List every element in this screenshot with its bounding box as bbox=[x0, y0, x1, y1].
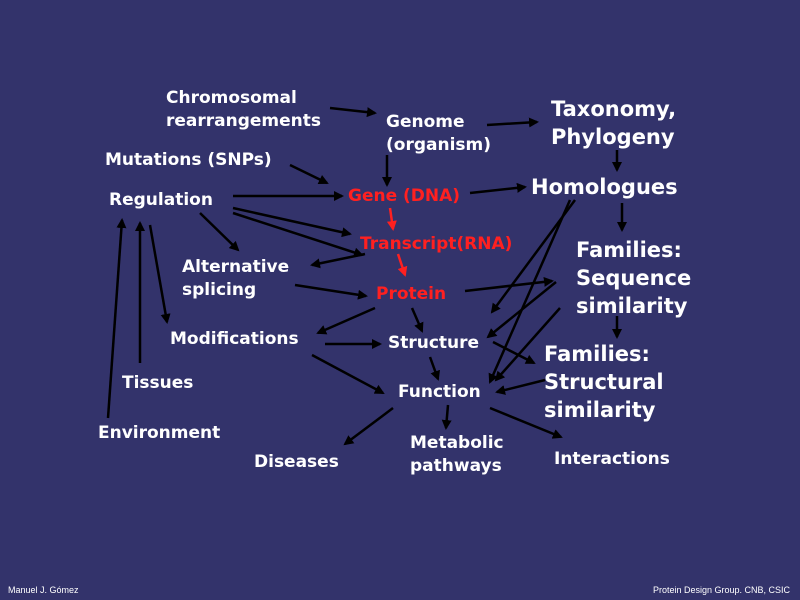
arrow-gene-transcript bbox=[386, 207, 397, 231]
arrow-families-structure bbox=[486, 281, 557, 339]
arrow-chromosomal-genome bbox=[329, 106, 377, 118]
arrow-protein-families bbox=[464, 276, 554, 293]
arrow-transcript-protein bbox=[396, 253, 408, 277]
node-transcript: Transcript(RNA) bbox=[360, 234, 513, 254]
arrow-modifications-function bbox=[311, 353, 385, 395]
node-diseases: Diseases bbox=[254, 452, 339, 472]
arrow-regulation-modifications bbox=[148, 224, 171, 324]
footer-group: Protein Design Group. CNB, CSIC bbox=[652, 585, 790, 595]
node-genome: Genome (organism) bbox=[386, 112, 492, 155]
node-regulation: Regulation bbox=[109, 190, 213, 210]
node-environment: Environment bbox=[98, 423, 221, 443]
arrow-homologues-function bbox=[488, 199, 572, 384]
arrow-regulation-protein bbox=[232, 211, 364, 258]
arrow-altsplicing-protein bbox=[294, 283, 368, 300]
node-chromosomal-rearrangements: Chromosomal rearrangements bbox=[166, 88, 322, 131]
footer-author: Manuel J. Gómez bbox=[8, 585, 79, 595]
arrow-mutations-gene bbox=[289, 163, 329, 185]
arrow-gene-homologues bbox=[469, 182, 527, 195]
arrow-regulation-altsplicing bbox=[199, 212, 240, 252]
node-gene: Gene (DNA) bbox=[348, 186, 461, 206]
arrow-function-metabolic bbox=[441, 404, 452, 430]
node-alternative-splicing: Alternative splicing bbox=[182, 257, 290, 300]
arrow-regulation-transcript bbox=[232, 206, 352, 238]
arrow-function-interactions bbox=[489, 406, 563, 439]
arrow-environment-regulation bbox=[106, 218, 127, 419]
node-modifications: Modifications bbox=[170, 329, 299, 349]
arrow-protein-modifications bbox=[316, 306, 376, 335]
arrow-function-diseases bbox=[343, 407, 394, 446]
arrow-transcript-altsplicing bbox=[310, 252, 366, 269]
node-protein: Protein bbox=[376, 284, 447, 304]
node-structure: Structure bbox=[388, 333, 480, 353]
node-metabolic-pathways: Metabolic pathways bbox=[410, 433, 504, 476]
node-taxonomy-phylogeny: Taxonomy, Phylogeny bbox=[551, 97, 677, 149]
arrow-familiesstruct-function bbox=[495, 378, 546, 395]
node-mutations: Mutations (SNPs) bbox=[105, 150, 272, 170]
arrow-families-function bbox=[494, 307, 561, 382]
node-interactions: Interactions bbox=[554, 449, 670, 469]
arrow-genome-taxonomy bbox=[486, 117, 539, 128]
arrow-structure-function bbox=[428, 356, 440, 381]
arrow-protein-structure bbox=[410, 307, 424, 333]
node-homologues: Homologues bbox=[531, 175, 678, 199]
node-families-structural: Families: Structural similarity bbox=[544, 342, 664, 422]
arrow-structure-familiesstruct bbox=[492, 340, 536, 365]
node-tissues: Tissues bbox=[122, 373, 194, 393]
node-function: Function bbox=[398, 382, 481, 402]
node-families-sequence: Families: Sequence similarity bbox=[576, 238, 692, 318]
